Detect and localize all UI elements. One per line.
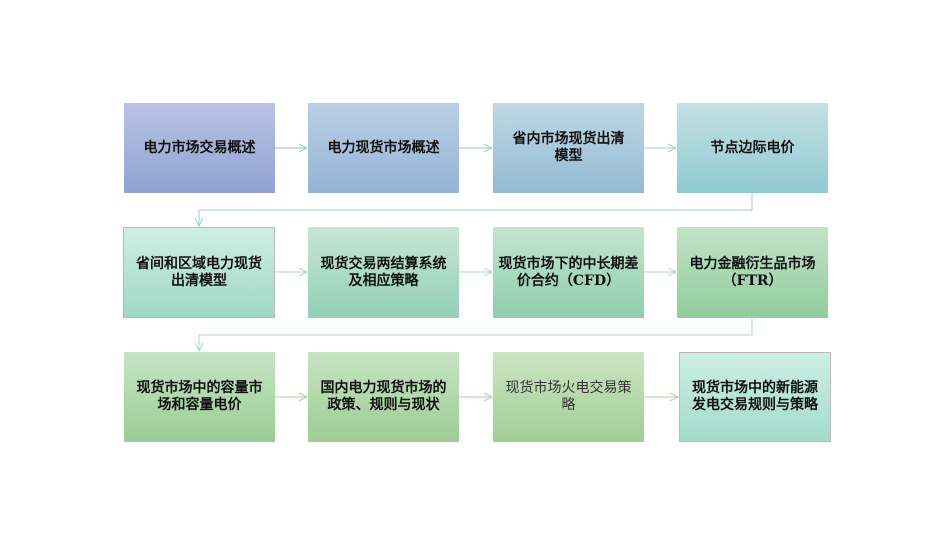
- step-label-2: 电力现货市场概述: [327, 139, 440, 156]
- step-box-2: 电力现货市场概述: [308, 103, 459, 193]
- wrap-arrow-row2-row3: [199, 318, 753, 351]
- step-box-11: 现货市场火电交易策略: [493, 352, 644, 442]
- wrap-arrow-row1-row2: [199, 193, 753, 226]
- step-label-3: 省内市场现货出清模型: [512, 131, 625, 164]
- step-label-5: 省间和区域电力现货出清模型: [136, 255, 262, 289]
- step-box-12: 现货市场中的新能源发电交易规则与策略: [679, 352, 831, 442]
- step-box-9: 现货市场中的容量市场和容量电价: [124, 352, 275, 442]
- step-box-4: 节点边际电价: [677, 103, 828, 193]
- step-box-1: 电力市场交易概述: [124, 103, 275, 193]
- step-box-5: 省间和区域电力现货出清模型: [123, 227, 275, 318]
- step-box-7: 现货市场下的中长期差价合约（CFD）: [493, 227, 644, 318]
- step-box-3: 省内市场现货出清模型: [493, 103, 644, 193]
- step-label-4: 节点边际电价: [710, 139, 795, 156]
- step-label-7: 现货市场下的中长期差价合约（CFD）: [498, 255, 639, 289]
- step-box-6: 现货交易两结算系统及相应策略: [308, 227, 459, 318]
- step-label-10: 国内电力现货市场的政策、规则与现状: [320, 380, 447, 413]
- step-label-6: 现货交易两结算系统及相应策略: [320, 255, 447, 289]
- step-label-8: 电力金融衍生品市场（FTR）: [689, 255, 816, 289]
- step-box-10: 国内电力现货市场的政策、规则与现状: [308, 352, 459, 442]
- step-label-11: 现货市场火电交易策略: [505, 380, 632, 413]
- step-label-9: 现货市场中的容量市场和容量电价: [136, 380, 263, 413]
- step-label-1: 电力市场交易概述: [143, 139, 256, 156]
- step-label-12: 现货市场中的新能源发电交易规则与策略: [692, 380, 818, 413]
- step-box-8: 电力金融衍生品市场（FTR）: [677, 227, 828, 318]
